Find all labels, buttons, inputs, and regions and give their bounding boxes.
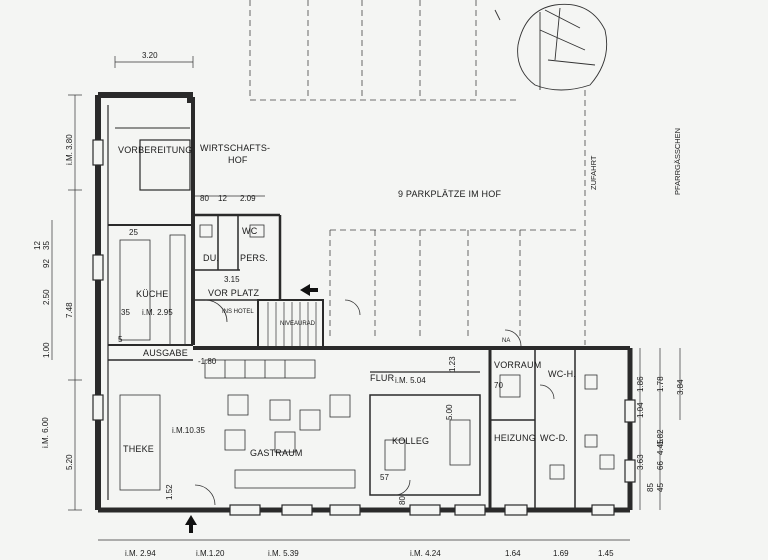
room-ausgabe: AUSGABE [143,348,188,358]
dim-right-178: 1.78 [656,376,665,392]
dim-bottom-424: i.M. 4.24 [410,549,441,558]
parking-area [249,0,586,345]
dim-80b: 80 [398,496,407,505]
dim-bottom-164: 1.64 [505,549,521,558]
zufahrt-label: ZUFAHRT [589,155,598,190]
room-heizung: HEIZUNG [494,433,536,443]
niveau-label: NIVEAURAD [280,321,316,327]
room-kueche: KÜCHE [136,289,169,299]
dim-1035: i.M.10.35 [172,426,205,435]
tree [494,3,608,91]
dim-top: 3.20 [142,51,158,60]
dim-500: 5.00 [445,404,454,420]
street-pfarrgaesschen: PFARRGÄSSCHEN [673,128,682,195]
dim-left-100: 1.00 [42,342,51,358]
dim-right-66: 66 [656,461,665,470]
dim-bottom-539: i.M. 5.39 [268,549,299,558]
room-kolleg: KOLLEG [392,436,429,446]
dim-bottom-169: 1.69 [553,549,569,558]
dim-bottom-294: i.M. 2.94 [125,549,156,558]
main-entrance-arrow-icon [185,515,197,533]
dim-left-748: 7.48 [65,302,74,318]
staircase [267,302,317,346]
dim-right-85: 85 [646,483,655,492]
dim-504: i.M. 5.04 [395,376,426,385]
dim-bottom-120: i.M.1.20 [196,549,225,558]
dim-right-384: 3.84 [676,379,685,395]
room-theke: THEKE [123,444,154,454]
dim-80: 80 [200,194,209,203]
dim-180: -1.80 [198,357,217,366]
dim-25: 25 [129,228,138,237]
room-du: DU. [203,253,219,263]
dim-right-104: 1.04 [636,402,645,418]
dim-70: 70 [494,381,503,390]
room-wc: WC [242,226,258,236]
dim-right-182: 1.82 [656,429,665,445]
dim-295: i.M. 2.95 [142,308,173,317]
entrance-arrow-icon [300,284,318,296]
room-flur: FLUR [370,373,395,383]
dim-123: 1.23 [448,356,457,372]
dim-right-45: 45 [656,483,665,492]
dim-12: 12 [218,194,227,203]
furniture [119,224,615,491]
ins-hotel-label: INS HOTEL [222,309,254,315]
room-wirtschaftshof-line1: WIRTSCHAFTS- [200,143,270,153]
dim-left-380: i.M. 3.80 [65,134,74,165]
dim-right-363: 3.63 [636,454,645,470]
room-pers: PERS. [240,253,268,263]
dim-152: 1.52 [165,484,174,500]
dim-left-520: 5.20 [65,454,74,470]
dim-5: 5 [118,335,123,344]
room-vorraum: VORRAUM [494,360,541,370]
dim-right-445: 4.45 [656,439,665,455]
room-wc-damen: WC-D. [540,433,568,443]
dim-bottom-145: 1.45 [598,549,614,558]
room-gastraum: GASTRAUM [250,448,303,458]
dim-35: 35 [121,308,130,317]
door-swings [194,299,555,506]
na-label: NA [502,338,510,344]
dim-right-186: 1.86 [636,376,645,392]
dim-left-600: i.M. 6.00 [41,417,50,448]
room-wirtschaftshof-line2: HOF [228,155,248,165]
dim-left-250: 2.50 [42,289,51,305]
dim-left-92: 92 [42,259,51,268]
dim-left-35: 35 [42,241,51,250]
dim-209: 2.09 [240,194,256,203]
room-vorbereitung: VORBEREITUNG [118,145,192,155]
parking-label: 9 PARKPLÄTZE IM HOF [398,189,501,199]
dim-left-12: 12 [33,241,42,250]
dimension-lines [51,56,681,541]
dim-315: 3.15 [224,275,240,284]
room-vorplatz: VOR PLATZ [208,288,259,298]
facade-windows [92,139,636,516]
room-wc-herren: WC-H. [548,369,576,379]
dim-57: 57 [380,473,389,482]
